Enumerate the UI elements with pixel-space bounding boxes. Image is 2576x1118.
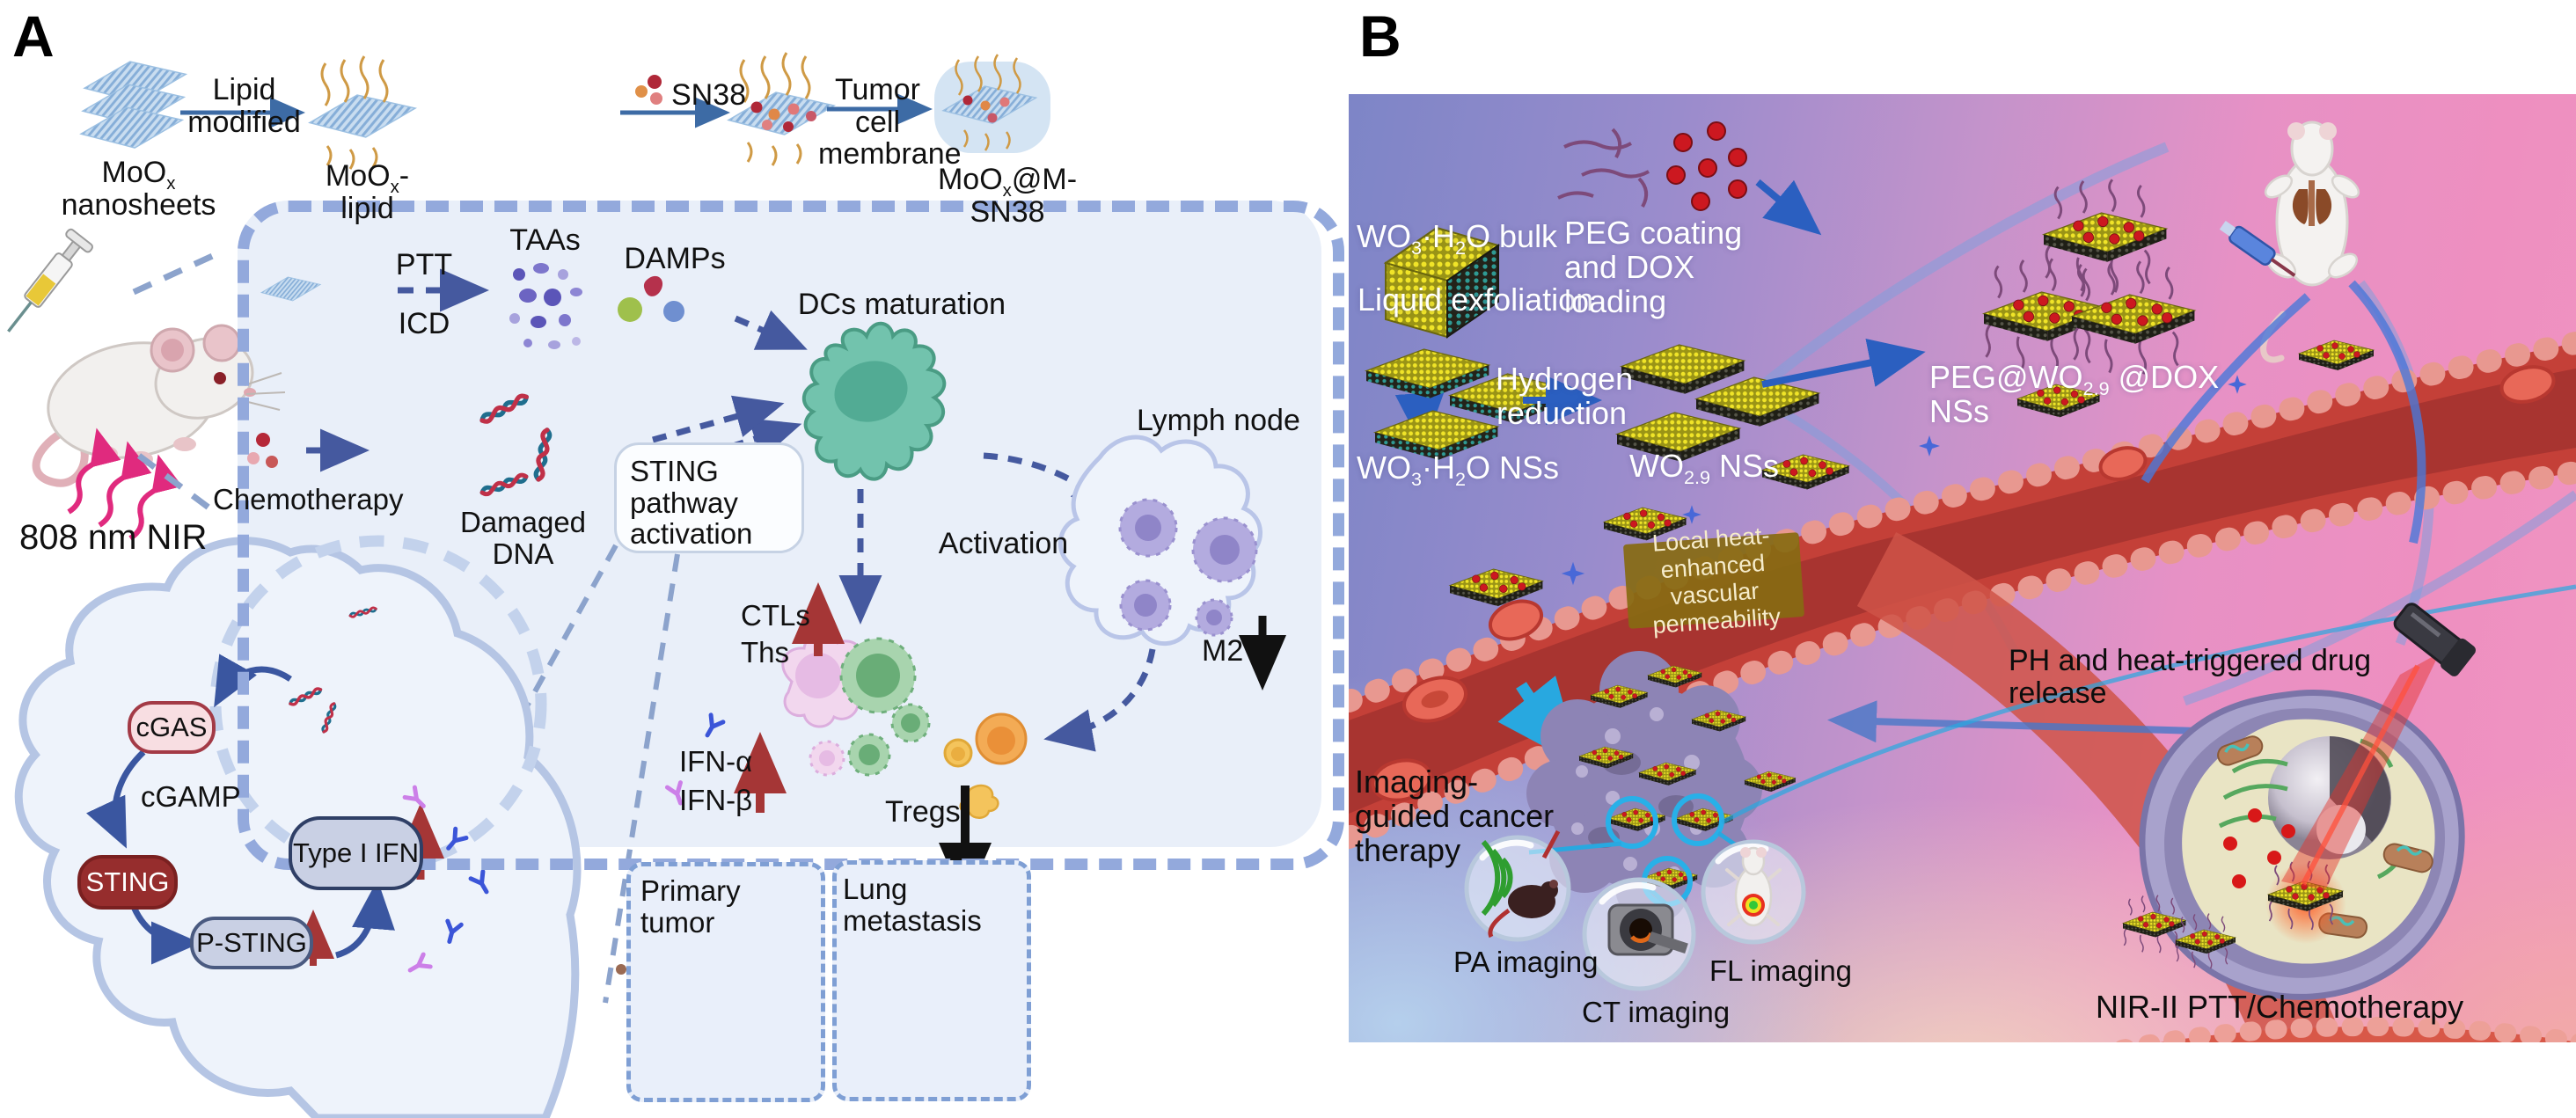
p-sting-pill: P-STING <box>190 917 313 969</box>
lung-metastasis-box <box>832 860 1031 1101</box>
immune-box-border <box>238 201 1344 870</box>
sn38-label: SN38 <box>671 78 747 112</box>
nir-ptt-label: NIR-II PTT/Chemotherapy <box>2096 989 2464 1025</box>
tumor-cell-membrane-label: Tumor cell membrane <box>818 73 962 172</box>
ifn-alpha-label: IFN-α <box>679 745 753 778</box>
type1-ifn-pill: Type I IFN <box>289 816 423 890</box>
chemo-drug-dots <box>247 433 278 468</box>
moox-msn38-icon <box>934 54 1050 153</box>
ptt-label: PTT <box>395 248 453 281</box>
moox-lipid-label: MoOx-lipid <box>325 159 410 225</box>
peg-chains-icon <box>1557 128 1650 208</box>
damps-label: DAMPs <box>624 242 726 275</box>
primary-tumor-box <box>626 862 825 1102</box>
moox-sn38-icon <box>728 52 835 166</box>
fl-imaging-label: FL imaging <box>1709 954 1853 987</box>
nir-label: 808 nm NIR <box>19 518 208 557</box>
ctls-label: CTLs <box>741 599 810 632</box>
cgas-pill: cGAS <box>128 701 216 754</box>
peg-dox-loading-label: PEG coating and DOX loading <box>1564 215 1743 319</box>
dox-molecules-icon <box>1666 121 1747 211</box>
activation-label: Activation <box>938 527 1069 560</box>
lymph-node-label: Lymph node <box>1137 404 1300 437</box>
dox-loading-arrow <box>1755 179 1822 236</box>
to-peg-dox-arrow <box>1761 338 1926 388</box>
drug-release-label: PH and heat-triggered drug release <box>2009 644 2372 710</box>
mouse-injection-icon <box>2141 121 2426 544</box>
syringe-icon <box>7 228 93 332</box>
arrow-damps-to-dc <box>734 310 808 350</box>
hydrogen-reduction-label: Hydrogen reduction <box>1496 361 1634 431</box>
taas-fragments-icon <box>509 263 582 349</box>
icd-label: ICD <box>398 307 450 340</box>
m2-label: M2 <box>1202 634 1244 668</box>
primary-tumor-label: Primary tumor <box>640 874 741 939</box>
tcell-cluster-icon <box>781 632 1028 819</box>
peg-wo29-dox-icons <box>1984 179 2194 374</box>
ct-imaging-label: CT imaging <box>1582 996 1731 1028</box>
magnify-connector-lines <box>132 250 221 517</box>
cancer-cell-icon <box>2123 603 2476 1000</box>
dendritic-cell-icon <box>802 321 947 481</box>
vascular-permeability-box: Local heat-enhanced vascular permeabilit… <box>1622 522 1805 639</box>
pa-imaging-label: PA imaging <box>1453 946 1599 978</box>
pa-imaging-bubble <box>1464 829 1571 942</box>
sting-pill: STING <box>77 855 178 910</box>
taas-label: TAAs <box>509 223 581 257</box>
wo29-nss-label: WO2.9 NSs <box>1629 448 1780 489</box>
lymph-node-icon <box>1058 435 1262 646</box>
vascular-permeability-label: Local heat-enhanced vascular permeabilit… <box>1651 522 1782 639</box>
chemotherapy-label: Chemotherapy <box>213 483 404 515</box>
ifn-beta-label: IFN-β <box>679 784 753 816</box>
dcs-maturation-label: DCs maturation <box>797 288 1006 321</box>
sting-pathway-box <box>614 442 804 553</box>
fl-imaging-bubble <box>1701 839 1806 945</box>
liquid-exfoliation-label: Liquid exfoliation <box>1358 281 1594 318</box>
damaged-dna-label: Damaged DNA <box>459 506 587 570</box>
wo3-bulk-cube-icon <box>1383 226 1501 339</box>
wo3-bulk-label: WO3·H2O bulk <box>1357 218 1558 259</box>
red-blood-cells <box>1371 365 2556 802</box>
panel-a-label: A <box>12 4 55 69</box>
moox-nanosheet-stack-icon <box>80 61 187 149</box>
cgamp-label: cGAMP <box>141 780 241 813</box>
damps-icon <box>618 275 684 350</box>
imaging-guided-label: Imaging-guided cancer therapy <box>1355 764 1555 868</box>
moox-nanosheets-label: MoOx nanosheets <box>61 156 216 222</box>
wo3-nss-label: WO3·H2O NSs <box>1357 449 1560 491</box>
tregs-label: Tregs <box>885 795 961 829</box>
nir-laser-arrows <box>67 427 183 541</box>
panel-b-art <box>1349 121 2576 1042</box>
peg-wo29-dox-label: PEG@WO2.9 @DOX NSs <box>1929 359 2220 429</box>
laser-device-icon <box>2281 603 2476 890</box>
moox-lipid-icon <box>309 55 416 170</box>
ths-label: Ths <box>741 636 790 669</box>
sn38-drug-dots <box>635 75 662 105</box>
arrow-sting-to-dc <box>652 395 785 443</box>
lipid-modified-label: Lipid modified <box>187 73 301 139</box>
ct-imaging-bubble <box>1582 877 1696 991</box>
lung-metastasis-label: Lung metastasis <box>843 873 982 937</box>
sting-pathway-label: STING pathway activation <box>630 455 753 551</box>
panel-b-label: B <box>1359 4 1401 69</box>
moox-msn38-label: MoOx@M-SN38 <box>937 163 1078 229</box>
